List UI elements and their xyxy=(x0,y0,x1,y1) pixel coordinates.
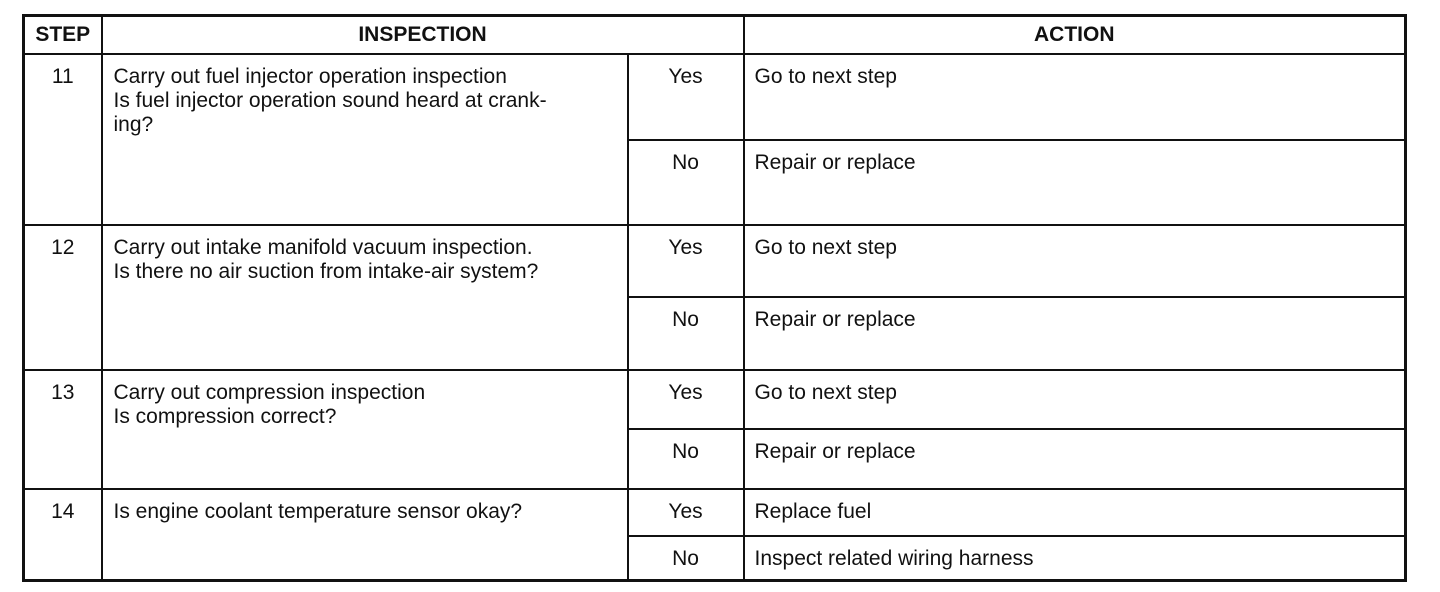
inspection-header: INSPECTION xyxy=(100,14,745,55)
action-yes: Go to next step xyxy=(742,53,1407,141)
inspection-cell: Carry out intake manifold vacuum inspect… xyxy=(100,224,629,371)
answer-no: No xyxy=(626,139,745,226)
inspection-line: Carry out compression inspection xyxy=(113,381,426,404)
table-row: No Inspect related wiring harness xyxy=(24,535,1407,581)
action-yes: Go to next step xyxy=(742,224,1407,298)
answer-no: No xyxy=(626,296,745,371)
inspection-line: ing? xyxy=(113,113,154,136)
table-row: 12 Carry out intake manifold vacuum insp… xyxy=(22,224,1407,371)
action-no: Repair or replace xyxy=(742,428,1407,490)
answer-yes: Yes xyxy=(626,53,745,141)
inspection-cell: Carry out fuel injector operation inspec… xyxy=(100,53,629,226)
inspection-line: Is fuel injector operation sound heard a… xyxy=(113,89,547,112)
answer-no: No xyxy=(626,428,745,490)
step-number: 11 xyxy=(22,53,103,226)
action-no: Inspect related wiring harness xyxy=(742,535,1407,581)
action-header: ACTION xyxy=(742,14,1407,55)
inspection-line: Carry out fuel injector operation inspec… xyxy=(113,65,507,88)
inspection-line: Carry out intake manifold vacuum inspect… xyxy=(113,236,533,259)
inspection-cell: Is engine coolant temperature sensor oka… xyxy=(100,488,629,581)
action-no: Repair or replace xyxy=(742,139,1407,226)
table-row: No Repair or replace xyxy=(24,296,1407,371)
table-row: No Repair or replace xyxy=(24,139,1407,226)
table-row: No Repair or replace xyxy=(24,428,1407,490)
answer-yes: Yes xyxy=(626,369,745,430)
table-row: 14 Is engine coolant temperature sensor … xyxy=(22,488,1407,581)
diagnosis-table: STEP INSPECTION ACTION 11 Carry out fuel… xyxy=(22,14,1408,582)
action-yes: Replace fuel xyxy=(742,488,1407,537)
step-number: 13 xyxy=(22,369,103,490)
header-row: STEP INSPECTION ACTION xyxy=(22,14,1407,55)
step-number: 14 xyxy=(22,488,103,581)
table-row: 11 Carry out fuel injector operation ins… xyxy=(22,53,1407,226)
answer-no: No xyxy=(626,535,745,581)
inspection-cell: Carry out compression inspection Is comp… xyxy=(100,369,629,490)
inspection-line: Is there no air suction from intake-air … xyxy=(113,260,539,283)
action-no: Repair or replace xyxy=(742,296,1407,371)
step-header: STEP xyxy=(22,14,103,55)
table-row: 13 Carry out compression inspection Is c… xyxy=(22,369,1407,490)
action-yes: Go to next step xyxy=(742,369,1407,430)
answer-yes: Yes xyxy=(626,488,745,537)
inspection-line: Is engine coolant temperature sensor oka… xyxy=(113,500,523,523)
step-number: 12 xyxy=(22,224,103,371)
answer-yes: Yes xyxy=(626,224,745,298)
inspection-line: Is compression correct? xyxy=(113,405,337,428)
